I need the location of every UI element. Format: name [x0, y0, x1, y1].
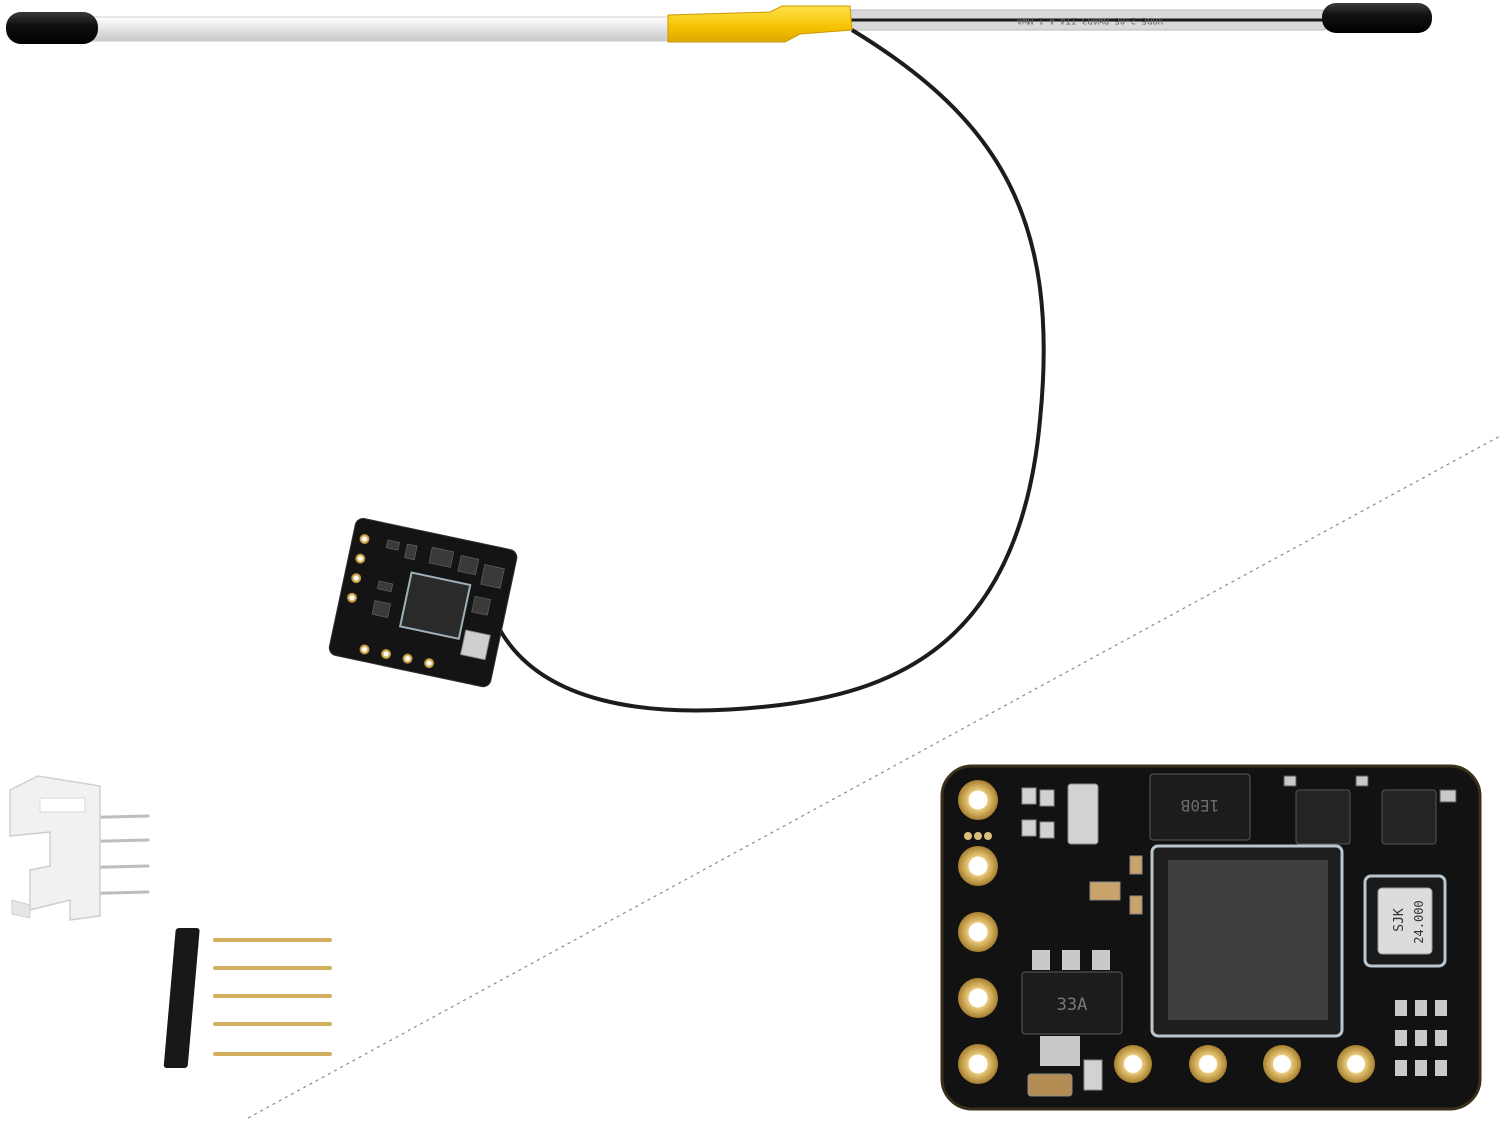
ic-top-label: 1E0B	[1181, 796, 1220, 815]
pin-header	[163, 928, 332, 1068]
crystal-label-2: 24.000	[1412, 900, 1426, 943]
regulator-label: 33A	[1057, 995, 1088, 1015]
main-chip	[1150, 844, 1344, 1038]
pad-row-left	[958, 780, 998, 1084]
smd-array	[1395, 1000, 1447, 1076]
crystal: SJK 24.000	[1363, 874, 1447, 968]
right-ics	[1283, 775, 1457, 845]
crystal-label-1: SJK	[1392, 908, 1407, 932]
antenna-tip-right	[1322, 3, 1432, 33]
antenna-print: VODE 2-0E DWAR3 IT4 A 1 MWA	[1016, 15, 1163, 25]
top-ic: 1E0B	[1149, 773, 1251, 841]
pad-row-bottom	[1114, 1045, 1375, 1083]
regulator: 33A	[1021, 950, 1123, 1066]
receiver-large: SJK 24.000 1E0B 33A	[940, 764, 1482, 1111]
receiver-small	[328, 517, 518, 688]
antenna: VODE 2-0E DWAR3 IT4 A 1 MWA	[6, 3, 1432, 44]
passive-components	[1021, 783, 1143, 1097]
coax-cable	[498, 28, 1046, 713]
antenna-tip-left	[6, 12, 98, 44]
jst-connector	[9, 775, 150, 921]
